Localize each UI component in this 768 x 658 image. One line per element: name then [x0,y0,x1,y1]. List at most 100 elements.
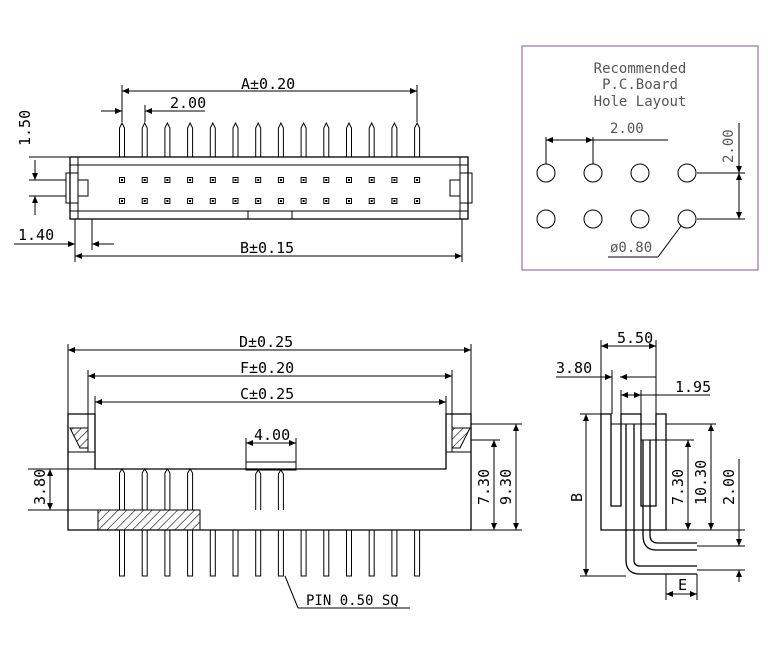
top-view: A±0.20 2.00 1.50 1.40 [14,75,473,262]
top-pin [209,121,216,157]
top-pin [391,121,398,157]
pcb-layout-border [521,45,759,271]
front-pin-lower [414,530,421,577]
top-pin [164,121,171,157]
pin-square-center [257,179,260,181]
pin-square-center [143,200,146,202]
front-pin-lower [277,530,284,577]
front-pin-lower [119,530,125,577]
dim-key-width: 4.00 [254,426,290,444]
dim-b-side: B [568,493,586,502]
header-body-top [69,156,469,220]
pcb-title-line2: P.C.Board [602,77,678,93]
pin-square-center [211,179,214,181]
front-pin-lower [255,530,262,577]
front-pin-lower [232,530,239,577]
top-pin [255,121,262,157]
pin-square-center [121,179,123,181]
dim-200-side: 2.00 [720,469,738,505]
pin-size-note: PIN 0.50 SQ [306,593,399,609]
dim-b-label: B±0.15 [240,239,294,257]
dim-730-front: 7.30 [475,469,493,505]
pcb-dim-pitch-y: 2.00 [721,129,737,163]
pin-square-center [370,200,373,202]
pcb-dim-hole: ø0.80 [610,240,652,256]
front-pins [119,468,421,577]
top-pin [300,121,307,157]
pcb-layout-box: Recommended P.C.Board Hole Layout 2.00 2… [521,45,759,271]
pin-square-center [234,179,237,181]
dim-c-label: C±0.25 [240,385,294,403]
front-pin-upper [255,469,262,510]
pin-square-center [416,179,419,181]
front-pin-lower [391,530,398,577]
top-pin [368,121,375,157]
dim-d-label: D±0.25 [239,333,293,351]
dim-pitch-label: 2.00 [170,94,206,112]
front-pin-lower [323,530,330,577]
top-pin [119,121,125,157]
pin-square-center [302,200,305,202]
pcb-holes [536,163,697,229]
dim-930-front: 9.30 [497,469,515,505]
front-pin-lower [164,530,171,577]
dim-f-label: F±0.20 [240,359,294,377]
front-pin-lower [368,530,375,577]
front-pin-lower [187,530,194,577]
pin-square-center [393,179,396,181]
pin-square-center [416,200,419,202]
top-pin [141,121,148,157]
pin-square-center [166,179,169,181]
front-pin-upper [187,468,194,510]
front-pin-lower [209,530,216,577]
dim-a-label: A±0.20 [241,75,295,93]
section-hatch [97,509,201,531]
dim-offset-label: 1.40 [18,226,54,244]
front-pin-lower [346,530,352,577]
pin-square-center [302,179,305,181]
pin-square-center [348,179,350,181]
pin-square-center [121,200,123,202]
top-pin [414,121,421,157]
pin-square-center [279,200,282,202]
pin-square-center [189,179,192,181]
front-pin-lower [141,530,148,577]
top-pins [119,121,421,157]
pin-square-center [189,200,192,202]
pcb-dim-pitch-x: 2.00 [610,121,644,137]
top-pin [232,121,239,157]
front-pin-upper [277,469,284,510]
dim-380-side: 3.80 [556,359,592,377]
front-view: D±0.25 F±0.20 C±0.25 4.00 3.80 [28,333,522,609]
side-view: 5.50 3.80 1.95 B 7.30 10. [556,329,745,600]
pin-square-center [257,200,260,202]
dim-550-side: 5.50 [617,329,653,347]
front-pin-lower [300,530,307,577]
dim-195-side: 1.95 [675,378,711,396]
dim-pin-height-label: 1.50 [16,110,34,146]
dim-380-front: 3.80 [31,469,49,505]
pin-square-center [325,179,328,181]
pcb-title-line1: Recommended [594,61,687,77]
polarization-key [247,210,293,220]
pin-square-center [234,200,237,202]
top-pin [277,121,284,157]
front-pin-upper [119,468,125,510]
pin-square-center [143,179,146,181]
dim-1030-side: 10.30 [692,460,710,505]
dim-e-side: E [678,576,687,594]
pin-square-center [211,200,214,202]
top-pin [346,121,352,157]
front-pin-upper [141,468,148,510]
pcb-title-line3: Hole Layout [594,94,687,110]
header-body-front [67,413,472,531]
pin-square-center [325,200,328,202]
pin-square-center [279,179,282,181]
pin-square-center [370,179,373,181]
pin-square-center [348,200,350,202]
top-pin [323,121,330,157]
pin-square-center [393,200,396,202]
dim-730-side: 7.30 [669,469,687,505]
top-pin [187,121,194,157]
